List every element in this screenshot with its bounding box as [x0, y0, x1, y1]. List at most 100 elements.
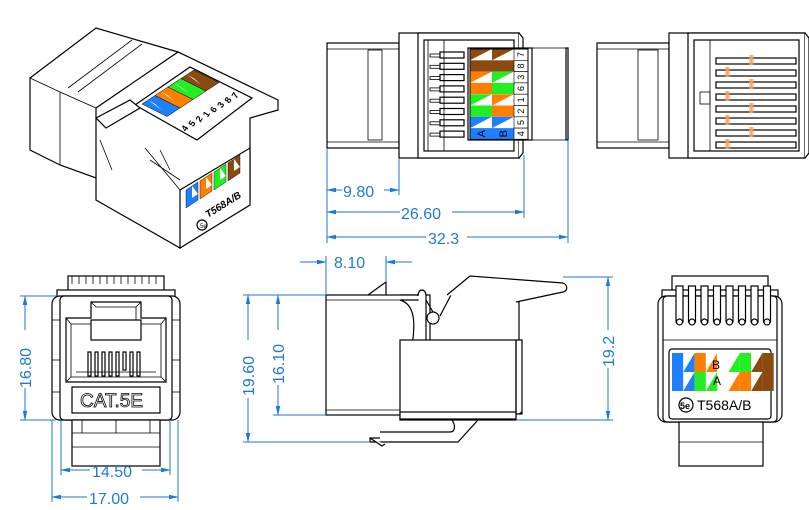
wire-cell — [492, 49, 514, 61]
iso-pin-number: 7 — [230, 91, 241, 101]
col-label: B — [498, 130, 510, 137]
pin-number: 3 — [516, 75, 526, 80]
dim-side-8-10: 8.10 — [334, 255, 365, 272]
wire-stripe — [220, 168, 226, 180]
wire-cell — [762, 372, 774, 391]
idc-slot-end — [725, 318, 734, 326]
wire-stripe — [161, 91, 175, 102]
wire-cell — [694, 372, 706, 391]
wire-stripe — [187, 74, 201, 85]
iso-pin-number: 8 — [222, 95, 233, 105]
rear-view-color-grid — [672, 353, 774, 391]
category-label: CAT.5E — [80, 391, 143, 412]
contact-pin — [101, 351, 106, 377]
wire-stripe — [728, 353, 740, 372]
wire-cell — [492, 128, 514, 140]
idc-tooth-tip — [429, 64, 441, 69]
contact-pin — [108, 351, 113, 377]
rj45-contact-pins — [76, 351, 156, 377]
wire-stripe — [470, 116, 492, 129]
5e-logo-icon — [678, 397, 694, 413]
dim-top-32-3: 32.3 — [428, 231, 459, 248]
wire-cell — [683, 353, 695, 372]
wire-stripe — [470, 71, 492, 83]
idc-slot-end — [713, 318, 721, 326]
idc-slot — [750, 285, 759, 323]
5e-logo-icon — [196, 219, 208, 231]
idc-slot — [725, 285, 734, 323]
idc-tooth-tip — [429, 132, 441, 137]
iso-logo-text: 5e — [200, 224, 207, 230]
slot — [715, 117, 797, 125]
wire-stripe — [751, 353, 763, 372]
rear-logo-text: 5e — [680, 401, 690, 411]
idc-slot — [712, 285, 722, 323]
dim-front-14-50: 14.50 — [92, 464, 132, 481]
idc-slot-end — [738, 318, 746, 326]
slot — [715, 69, 797, 77]
top-view-teeth — [427, 40, 465, 151]
slot — [715, 129, 797, 137]
wire-stripe — [470, 49, 492, 61]
wire-stripe — [492, 49, 514, 61]
wire-stripe — [728, 372, 740, 391]
wire-cell — [470, 82, 492, 95]
slot — [715, 93, 797, 101]
wire-stripe — [492, 71, 514, 83]
pin-number: 5 — [516, 120, 526, 125]
rear-standard-label: T568A/B — [697, 397, 751, 413]
idc-slot-end — [763, 318, 771, 326]
rear-row-label-b: B — [712, 358, 720, 372]
wire-stripe — [492, 94, 514, 106]
iso-pin-number: 3 — [215, 100, 226, 110]
iso-pin-number: 5 — [186, 119, 197, 129]
wire-stripe — [174, 83, 188, 93]
idc-slot-end — [750, 318, 759, 326]
wire-cell — [470, 128, 492, 140]
idc-slot — [737, 285, 747, 323]
rear-idc-slots — [675, 285, 772, 326]
bottom-view-slots — [699, 40, 797, 151]
dim-front-16-80: 16.80 — [18, 348, 35, 388]
contact-pin — [87, 351, 92, 377]
dim-front-17-00: 17.00 — [89, 491, 129, 508]
idc-slot — [687, 285, 697, 323]
wire-cell — [672, 353, 684, 372]
pin-number: 2 — [516, 109, 526, 114]
wire-cell — [683, 372, 695, 391]
isometric-side-color-grid — [185, 154, 241, 209]
wire-cell — [470, 60, 492, 72]
wire-stripe — [148, 100, 162, 110]
top-view-dimensions: 9.80 26.60 32.3 — [326, 140, 569, 248]
idc-slot — [700, 285, 709, 323]
dim-side-19-60: 19.60 — [241, 356, 258, 396]
wire-cell — [470, 49, 492, 61]
iso-pin-number: 6 — [208, 105, 219, 115]
pin-number: 6 — [516, 86, 526, 91]
wire-stripe — [192, 186, 198, 198]
pin-number: 7 — [516, 52, 526, 57]
dim-side-19-2: 19.2 — [601, 336, 618, 367]
wire-cell — [739, 353, 752, 372]
iso-pin-number: 2 — [194, 114, 205, 124]
wire-cell — [762, 353, 774, 372]
side-view-dimensions: 8.10 19.60 16.10 19.2 — [241, 255, 618, 443]
idc-slot-end — [688, 318, 696, 326]
wire-stripe — [683, 353, 695, 372]
bottom-view — [596, 32, 809, 159]
rear-view: B A 5e T568A/B — [657, 275, 783, 467]
front-view: CAT.5E — [51, 275, 181, 467]
wire-cell — [694, 353, 706, 372]
wire-stripe — [234, 159, 240, 171]
dim-top-9-80: 9.80 — [343, 184, 374, 201]
idc-slot-end — [700, 318, 709, 326]
idc-tooth-tip — [429, 110, 441, 114]
grid-border — [469, 48, 529, 140]
iso-pin-number: 1 — [201, 109, 212, 119]
idc-tooth-tip — [429, 87, 441, 92]
